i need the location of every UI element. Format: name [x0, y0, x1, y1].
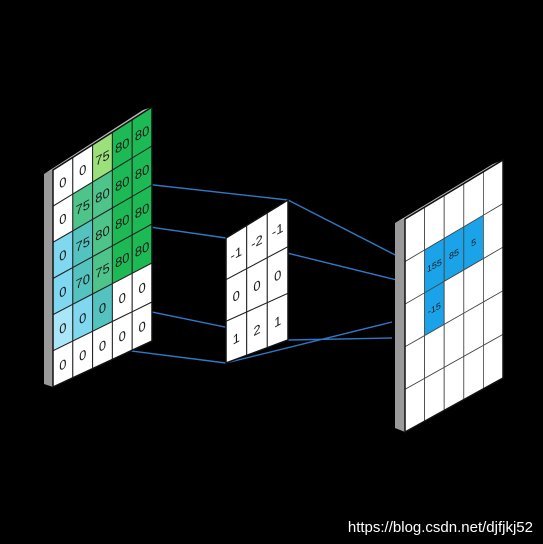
input-cell-value: 0 [59, 318, 66, 337]
kernel-outline [225, 198, 289, 365]
input-cell-value: 0 [138, 317, 145, 336]
output-frame-side [395, 219, 405, 432]
kernel-cell-value: 2 [253, 320, 260, 339]
input-frame-side [44, 170, 53, 387]
output-cell-value: 85 [449, 247, 459, 263]
output-outline [404, 158, 504, 434]
watermark-text: https://blog.csdn.net/djfjkj52 [347, 519, 533, 536]
input-cell-value: 0 [79, 308, 86, 327]
kernel-cell-value: 1 [233, 329, 240, 348]
input-cell-value: 0 [59, 209, 66, 228]
connection-line [225, 321, 393, 364]
input-cell-value: 0 [59, 355, 66, 374]
input-cell-value: 0 [59, 246, 66, 265]
kernel-cell-value: -1 [231, 243, 243, 264]
input-cell-value: 0 [138, 278, 145, 297]
connection-line [287, 337, 393, 341]
output-cell-value: 5 [471, 237, 476, 250]
input-cell-value: 0 [79, 345, 86, 364]
input-cell-value: 0 [119, 288, 126, 307]
kernel-cell-value: 1 [274, 312, 281, 331]
kernel-cell-value: -2 [251, 231, 263, 252]
connection-line [287, 199, 406, 261]
kernel-cell-value: 0 [233, 286, 240, 305]
input-cell-value: 0 [59, 173, 66, 192]
input-cell-value: 0 [99, 298, 106, 317]
input-cell-value: 0 [99, 336, 106, 355]
input-outline [52, 105, 153, 389]
input-cell-value: 0 [59, 282, 66, 301]
input-cell-value: 0 [119, 326, 126, 345]
input-cell-value: 0 [79, 160, 86, 179]
kernel-cell-value: 0 [253, 276, 260, 295]
kernel-cell-value: -1 [272, 219, 284, 240]
kernel-cell-value: 0 [274, 266, 281, 285]
